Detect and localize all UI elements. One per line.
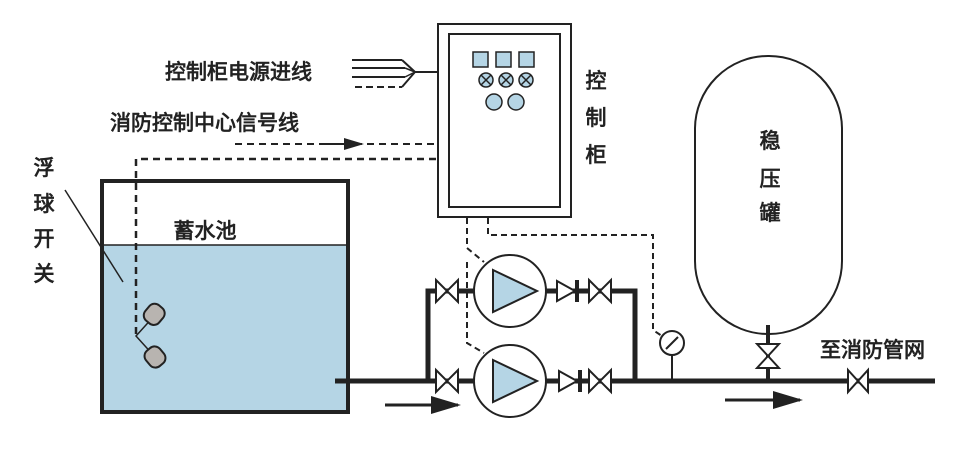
reservoir: 蓄水池 [100, 179, 350, 414]
gate-valve-icon [435, 367, 459, 395]
to-network-label: 至消防管网 [820, 338, 925, 362]
pressure-gauge-icon [659, 330, 685, 381]
indicator-square [472, 51, 489, 68]
power-line-label: 控制柜电源进线 [165, 60, 312, 84]
float-label-2: 球 [34, 192, 56, 216]
piping [335, 288, 935, 384]
float-ball-upper [142, 302, 166, 326]
cabinet-label-2: 制 [586, 106, 607, 130]
lamp-icon [518, 72, 534, 88]
cabinet-label-1: 控 [586, 69, 607, 93]
wiring [134, 59, 663, 354]
indicator-square [495, 51, 512, 68]
lamp-icon [498, 72, 514, 88]
cabinet-label-3: 柜 [586, 143, 607, 167]
tank-label-2: 压 [760, 167, 781, 191]
check-valve-icon [556, 279, 578, 303]
button-icon [507, 93, 525, 111]
float-label-4: 关 [34, 262, 55, 286]
float-label-3: 开 [34, 227, 55, 251]
outlet-gate-valve-icon [847, 367, 869, 395]
gate-valve-icon [588, 277, 612, 305]
reservoir-label: 蓄水池 [174, 219, 237, 243]
gate-valve-icon [435, 277, 459, 305]
tank-label-3: 罐 [759, 201, 781, 225]
pump-group [435, 254, 685, 418]
button-icon [485, 93, 503, 111]
float-ball-lower [143, 345, 167, 369]
check-valve-icon [558, 369, 580, 393]
tank-label-1: 稳 [760, 129, 781, 153]
control-cabinet: 控 制 柜 [437, 23, 607, 218]
pressure-tank: 稳 压 罐 [694, 55, 843, 381]
signal-line-label: 消防控制中心信号线 [110, 111, 299, 135]
water [102, 245, 348, 412]
lamp-icon [478, 72, 494, 88]
float-switch: 浮 球 开 关 [34, 156, 167, 369]
float-label-1: 浮 [34, 156, 55, 180]
gate-valve-icon [588, 367, 612, 395]
gate-valve-icon [754, 343, 782, 369]
pump-lower [473, 344, 547, 418]
leader-line [64, 189, 124, 283]
pump-upper [473, 254, 547, 328]
indicator-square [518, 51, 535, 68]
reservoir-wall [100, 179, 350, 414]
